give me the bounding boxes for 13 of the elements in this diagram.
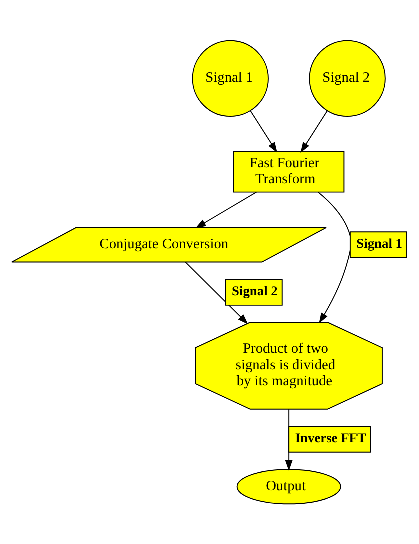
arrow — [250, 110, 278, 153]
edge-label: Inverse FFT — [295, 430, 366, 446]
arrow — [196, 191, 258, 228]
arrow — [185, 261, 248, 324]
node-circle: Signal 1 — [192, 40, 269, 117]
arrow — [300, 110, 328, 153]
node-circle: Signal 2 — [309, 40, 386, 117]
arrow — [285, 408, 293, 471]
node-box: Fast Fourier Transform — [233, 151, 345, 192]
edge-label: Signal 2 — [232, 283, 278, 298]
arrow — [318, 192, 352, 324]
edge-label: Signal 1 — [356, 236, 402, 251]
node-ellipse: Output — [236, 468, 342, 504]
